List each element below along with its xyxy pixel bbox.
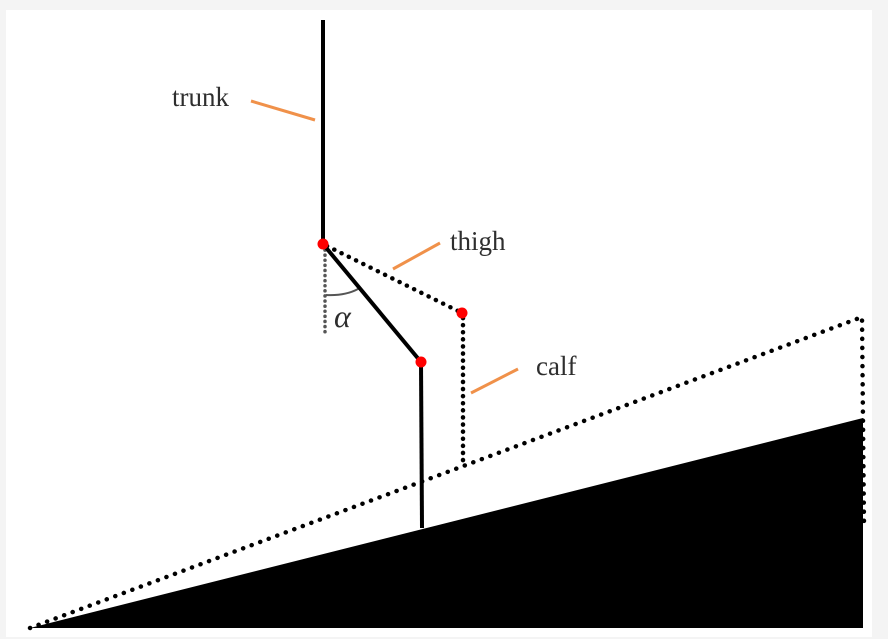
thigh-leader-line — [392, 241, 441, 271]
reference-knee-dot — [456, 307, 468, 319]
trunk-leader-line — [250, 99, 316, 122]
thigh-segment — [321, 242, 423, 364]
reference-incline-dotted — [27, 313, 867, 631]
calf-label: calf — [536, 351, 576, 381]
thigh-label: thigh — [450, 226, 506, 256]
knee-joint-dot — [415, 356, 427, 368]
inclined-ground — [30, 418, 863, 628]
calf-leader-line — [470, 367, 519, 395]
calf-segment — [419, 361, 424, 529]
reference-thigh-dotted — [324, 243, 465, 316]
angle-arc — [325, 288, 359, 297]
hip-joint-dot — [317, 238, 329, 250]
angle-alpha-label: α — [334, 298, 352, 334]
trunk-label: trunk — [172, 82, 229, 112]
